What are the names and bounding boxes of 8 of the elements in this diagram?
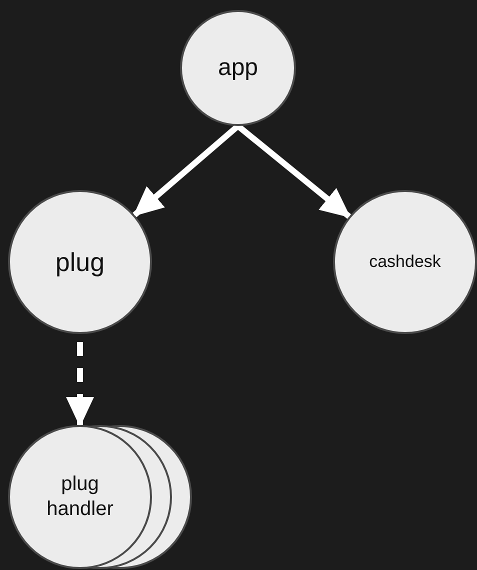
arrow xyxy=(236,124,352,219)
circle-node xyxy=(8,425,152,569)
node-label: cashdesk xyxy=(369,251,441,273)
arrow xyxy=(66,342,94,427)
arrow xyxy=(132,124,240,218)
node-label: plug xyxy=(55,246,105,278)
node-label: plug handler xyxy=(46,472,114,522)
node-label: app xyxy=(218,53,258,83)
